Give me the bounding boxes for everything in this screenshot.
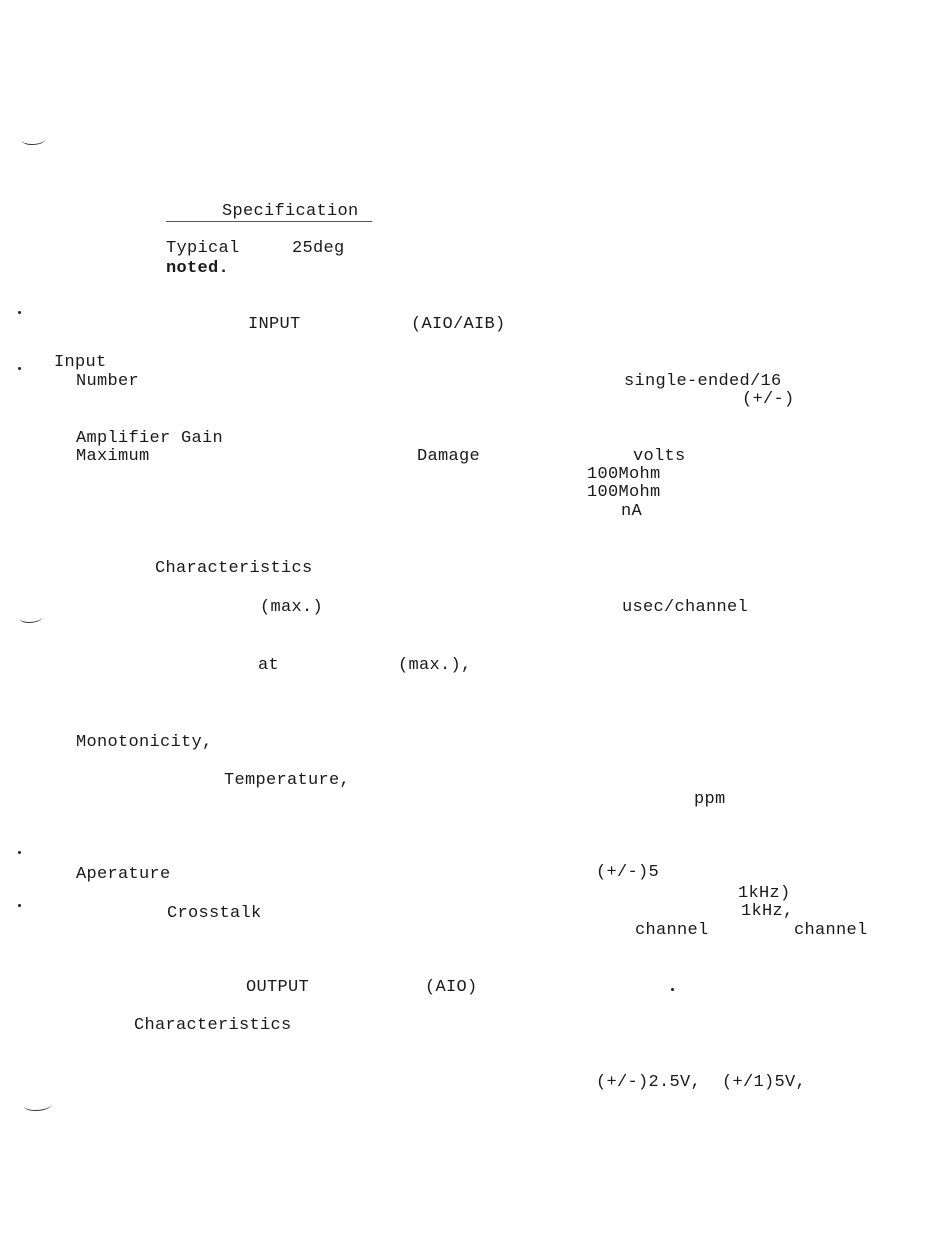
- input-header-board: (AIO/AIB): [411, 315, 506, 334]
- margin-dot: [671, 988, 674, 991]
- margin-mark: [20, 613, 42, 623]
- number-label: Number: [76, 372, 140, 391]
- channel-2: channel: [794, 921, 868, 940]
- margin-dot: [18, 904, 21, 907]
- output-header-board: (AIO): [425, 978, 478, 997]
- temperature-label: Temperature,: [224, 771, 351, 790]
- conversion-time: usec/channel: [622, 598, 749, 617]
- frequency-1: 1kHz): [738, 884, 791, 903]
- spec-title: Specification: [222, 202, 359, 221]
- channel-count: single-ended/16: [624, 372, 782, 391]
- typical-note: Typical: [166, 239, 240, 258]
- volts-value: volts: [633, 447, 686, 466]
- frequency-2: 1kHz,: [741, 902, 794, 921]
- aperture-label: Aperature: [76, 865, 171, 884]
- monotonicity-label: Monotonicity,: [76, 733, 213, 752]
- impedance-1: 100Mohm: [587, 465, 661, 484]
- input-header: INPUT: [248, 315, 301, 334]
- margin-dot: [18, 851, 21, 854]
- output-characteristics-label: Characteristics: [134, 1016, 292, 1035]
- noted-text: noted.: [166, 259, 230, 278]
- at-label: at: [258, 656, 280, 675]
- aperture-value: (+/-)5: [596, 863, 660, 882]
- output-header: OUTPUT: [246, 978, 310, 997]
- margin-mark: [24, 1099, 52, 1111]
- input-range: (+/-): [742, 390, 795, 409]
- title-underline: [166, 221, 372, 222]
- maximum-label: Maximum: [76, 447, 150, 466]
- temperature-note: 25deg: [292, 239, 345, 258]
- max-label-1: (max.): [260, 598, 324, 617]
- bias-current: nA: [621, 502, 643, 521]
- margin-dot: [18, 367, 21, 370]
- characteristics-label: Characteristics: [155, 559, 313, 578]
- max-label-2: (max.),: [398, 656, 472, 675]
- output-range-1: (+/-)2.5V,: [596, 1073, 702, 1092]
- margin-dot: [18, 311, 21, 314]
- margin-mark: [22, 134, 46, 145]
- crosstalk-label: Crosstalk: [167, 904, 262, 923]
- output-range-2: (+/1)5V,: [722, 1073, 807, 1092]
- impedance-2: 100Mohm: [587, 483, 661, 502]
- channel-1: channel: [635, 921, 709, 940]
- damage-label: Damage: [417, 447, 481, 466]
- gain-label: Amplifier Gain: [76, 429, 224, 448]
- input-label: Input: [54, 353, 107, 372]
- ppm-value: ppm: [694, 790, 726, 809]
